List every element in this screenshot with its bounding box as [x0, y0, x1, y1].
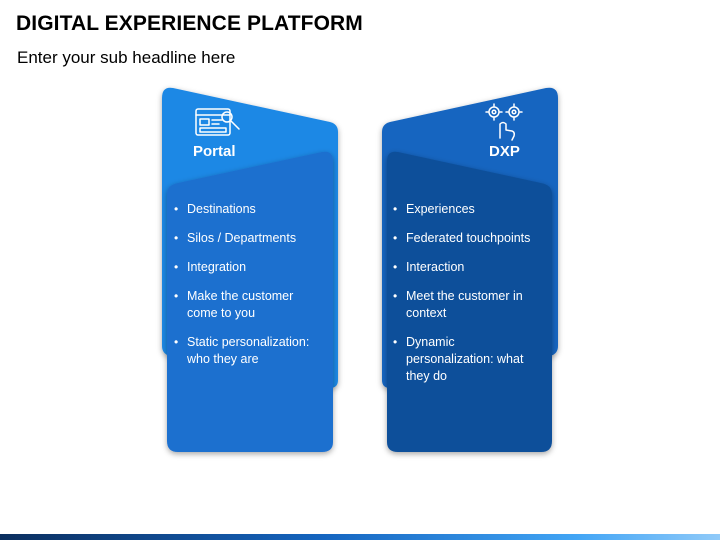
list-item: Federated touchpoints — [393, 230, 543, 247]
slide-subtitle: Enter your sub headline here — [17, 48, 236, 67]
portal-bullet-list: Destinations Silos / Departments Integra… — [174, 201, 324, 380]
dxp-card-title: DXP — [489, 143, 520, 160]
list-item: Dynamic personalization: what they do — [393, 334, 543, 385]
list-item: Make the customer come to you — [174, 288, 324, 322]
bottom-accent-bar — [0, 534, 720, 540]
portal-card-title: Portal — [193, 143, 236, 160]
gears-hand-icon — [485, 103, 523, 141]
slide-title: DIGITAL EXPERIENCE PLATFORM — [16, 12, 363, 35]
dxp-bullet-list: Experiences Federated touchpoints Intera… — [393, 201, 543, 397]
list-item: Meet the customer in context — [393, 288, 543, 322]
list-item: Static personalization: who they are — [174, 334, 324, 368]
website-search-icon — [195, 108, 240, 136]
list-item: Silos / Departments — [174, 230, 324, 247]
list-item: Interaction — [393, 259, 543, 276]
list-item: Integration — [174, 259, 324, 276]
list-item: Destinations — [174, 201, 324, 218]
list-item: Experiences — [393, 201, 543, 218]
